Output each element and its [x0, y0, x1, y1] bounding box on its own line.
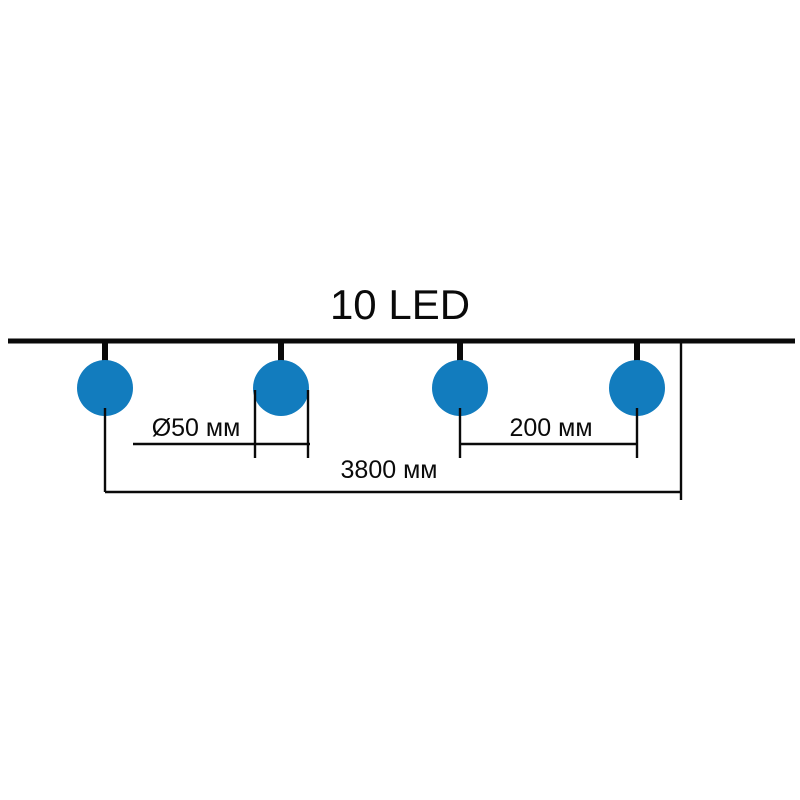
dimension-total-length: 3800 мм: [105, 456, 681, 494]
bulb-globe-2: [253, 360, 309, 416]
bulb-globe-1: [77, 360, 133, 416]
led-bulb-1: [77, 341, 133, 492]
led-bulb-2: [253, 341, 309, 416]
dimension-bulb-diameter: Ø50 мм: [133, 390, 310, 458]
led-bulb-3: [432, 341, 488, 458]
dim-label-bulb-diameter: Ø50 мм: [152, 414, 241, 442]
bulb-globe-4: [609, 360, 665, 416]
dimension-bulb-spacing: 200 мм: [460, 414, 637, 446]
led-bulb-4: [609, 341, 665, 458]
bulb-globe-3: [432, 360, 488, 416]
dim-label-total-length: 3800 мм: [341, 456, 438, 484]
page-title: 10 LED: [330, 281, 470, 328]
dim-label-bulb-spacing: 200 мм: [509, 414, 592, 442]
